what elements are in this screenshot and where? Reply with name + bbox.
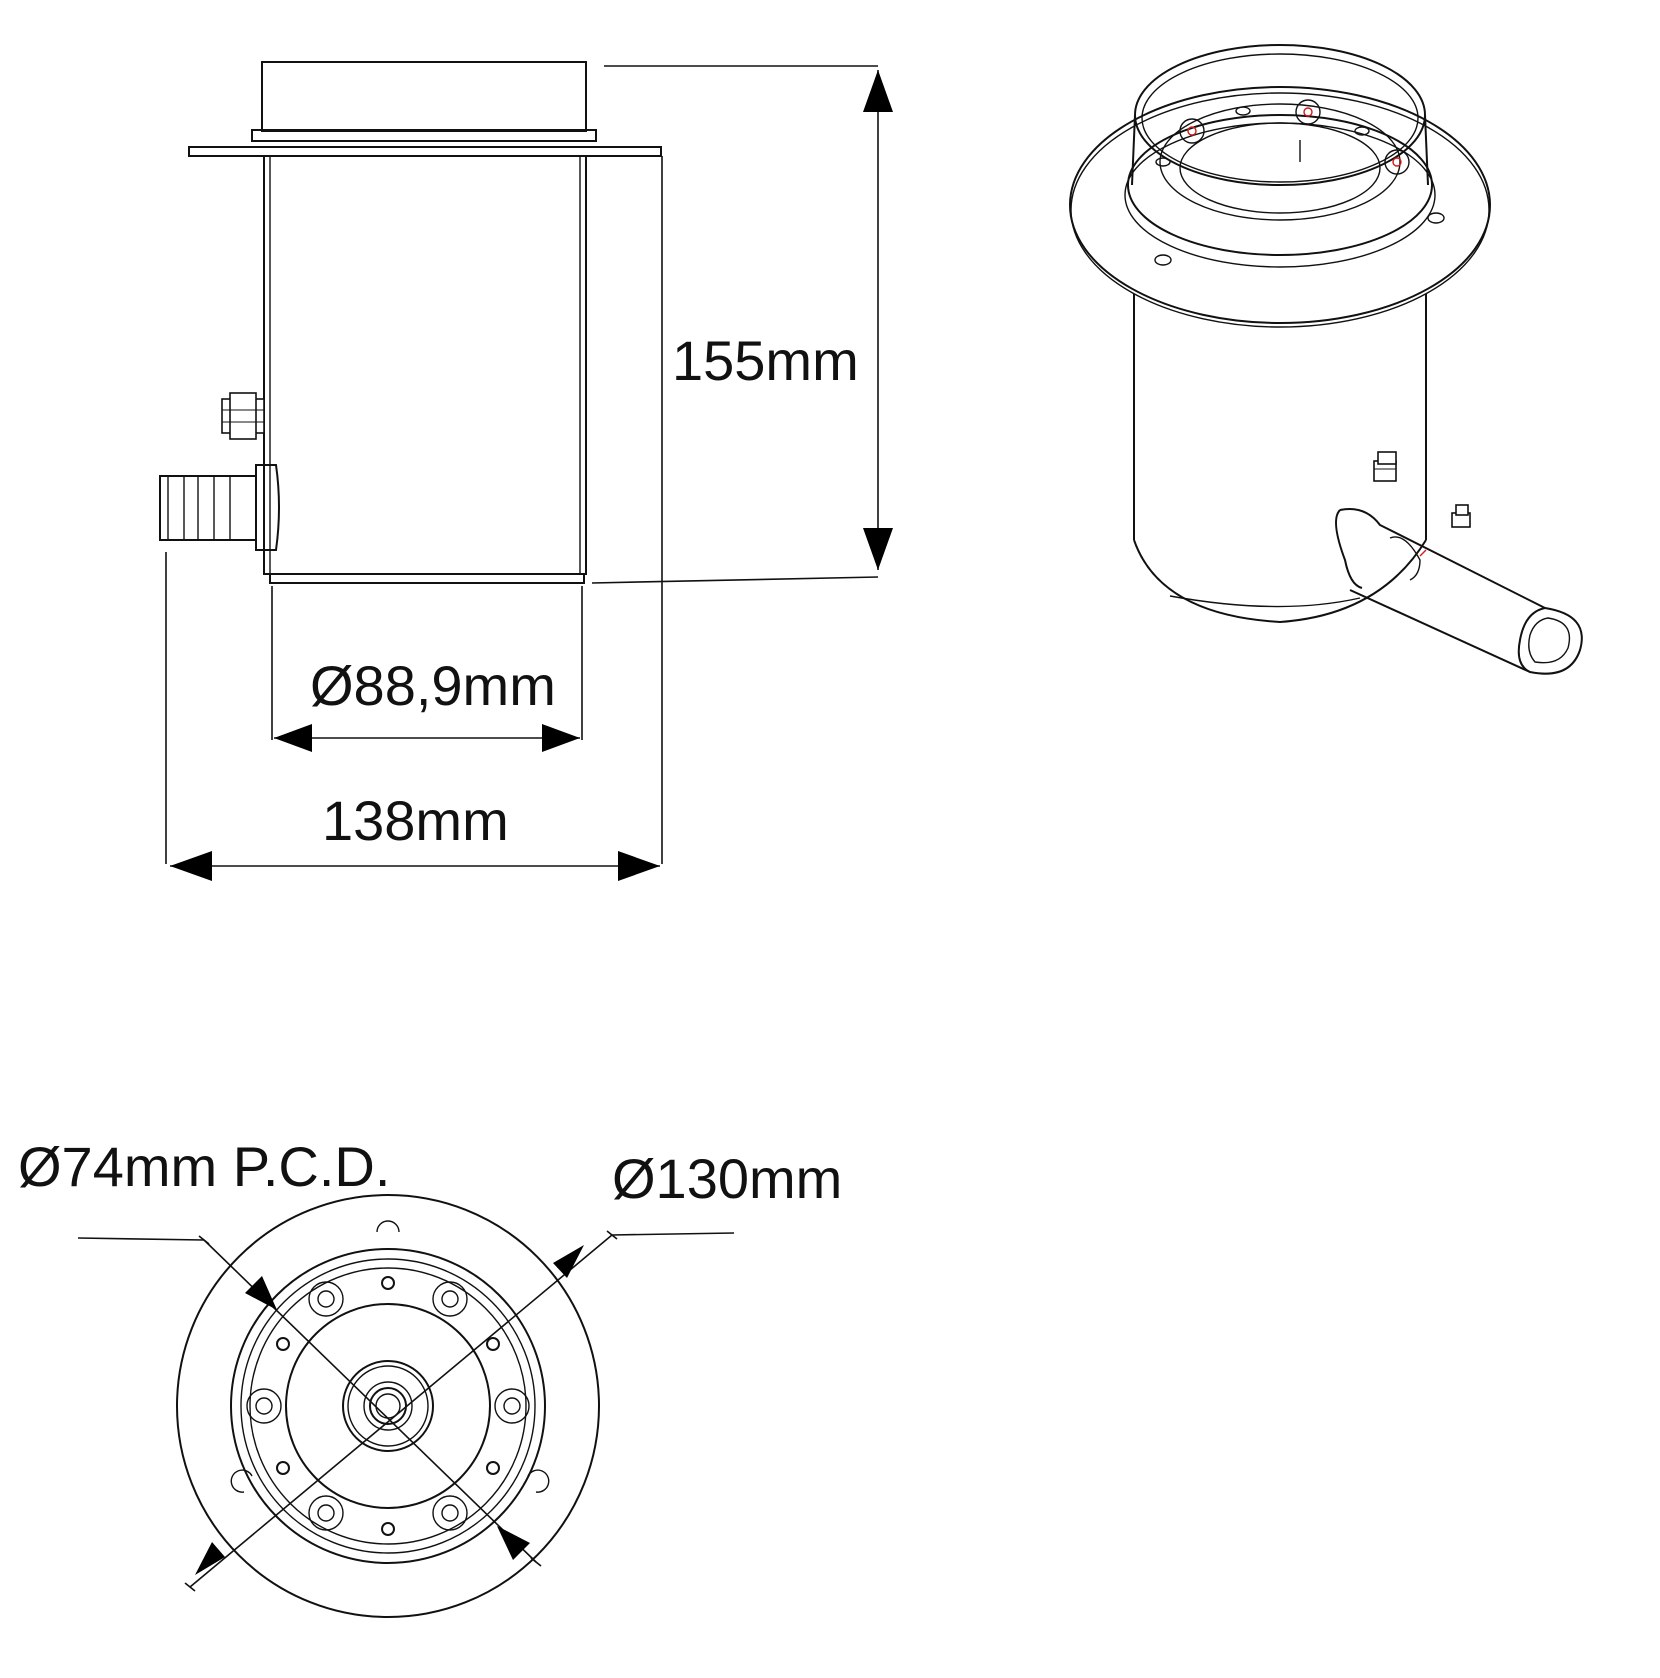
iso-flange-hole xyxy=(1154,254,1172,266)
ring-holes xyxy=(276,1276,500,1536)
bottom-view: Ø74mm P.C.D. Ø130mm xyxy=(18,1135,842,1618)
body-cylinder xyxy=(263,155,587,575)
pcd-label: Ø74mm P.C.D. xyxy=(18,1135,390,1198)
bolt-fitting xyxy=(221,392,265,440)
flange-diameter-dimension xyxy=(184,1230,735,1592)
overall-width-dimension xyxy=(165,156,663,881)
height-label: 155mm xyxy=(672,329,859,392)
overall-width-label: 138mm xyxy=(322,789,509,852)
pipe-diameter-label: Ø88,9mm xyxy=(310,654,556,717)
iso-body-bottom xyxy=(1133,539,1427,624)
pcd-dimension xyxy=(77,1235,542,1567)
iso-flange xyxy=(1069,86,1491,324)
iso-bolt-fitting xyxy=(1373,451,1397,482)
pipe-ring-outer xyxy=(230,1248,546,1564)
iso-flange-hole xyxy=(1427,212,1445,224)
bottom-spigot xyxy=(269,573,585,584)
bottom-flange xyxy=(176,1194,600,1618)
iso-collar xyxy=(1127,114,1433,256)
iso-side-pipe xyxy=(1335,504,1583,675)
top-collar xyxy=(261,61,587,132)
pipe-diameter-dimension xyxy=(271,586,583,752)
flange-diameter-label: Ø130mm xyxy=(612,1147,842,1210)
pcd-screws xyxy=(246,1281,530,1531)
pipe-ring-inner xyxy=(285,1303,491,1509)
iso-ring-screws xyxy=(1155,99,1410,175)
centre-fitting xyxy=(342,1360,434,1452)
isometric-view xyxy=(1069,44,1583,675)
hose-barb xyxy=(159,464,280,551)
side-view: 155mm Ø88,9mm 138mm xyxy=(159,61,893,881)
flange-plate xyxy=(188,146,662,157)
collar-rim xyxy=(251,129,597,142)
flange-ear-top xyxy=(376,1220,400,1233)
height-dimension xyxy=(591,65,893,584)
